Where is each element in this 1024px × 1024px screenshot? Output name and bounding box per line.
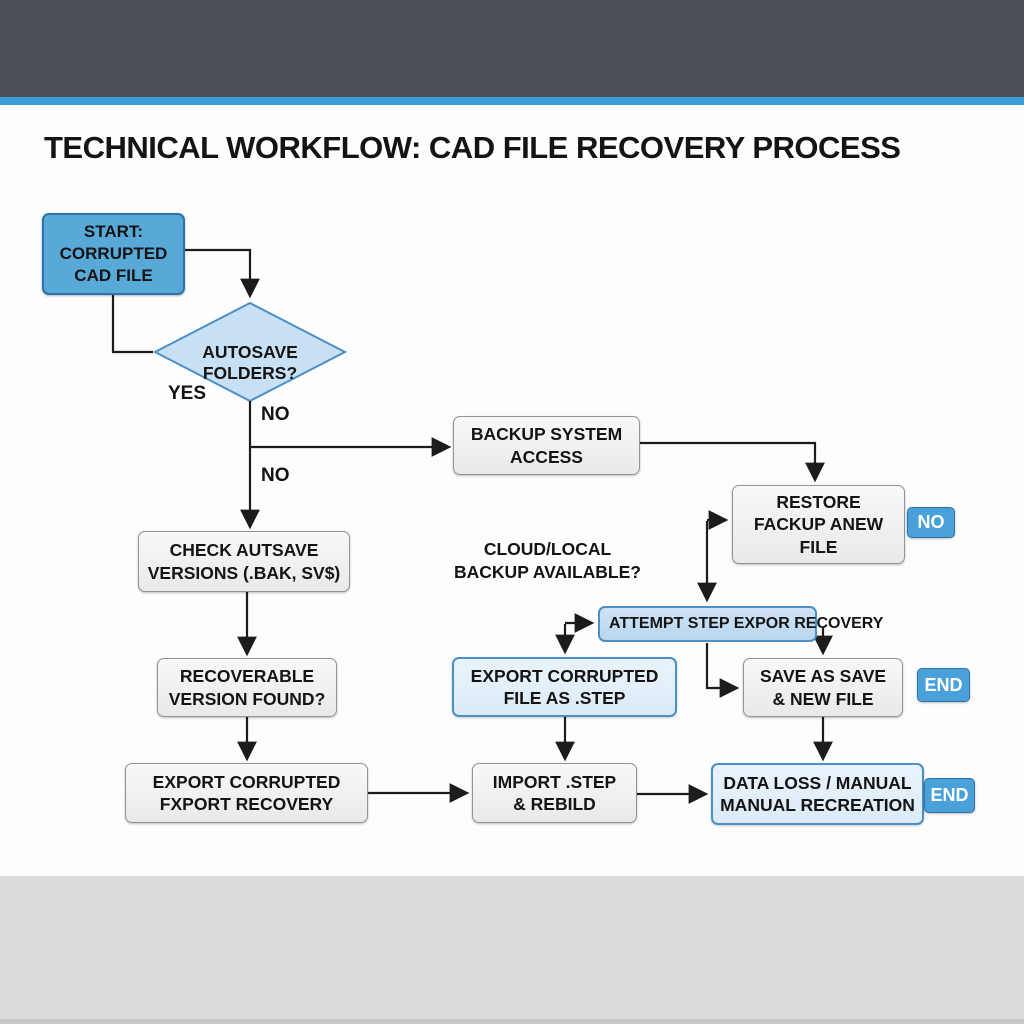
edge-start-to-decision-left [111, 295, 153, 354]
node-import-step-rebuild: IMPORT .STEP & REBILD [472, 763, 637, 823]
node-backup-system-access: BACKUP SYSTEM ACCESS [453, 416, 640, 475]
node-attempt-step-export: ATTEMPT STEP EXPOR RECOVERY [598, 606, 883, 642]
node-export-corrupted-recovery: EXPORT CORRUPTED FXPORT RECOVERY [125, 763, 368, 823]
edge-backup-to-restore [640, 441, 825, 483]
node-recoverable-version: RECOVERABLE VERSION FOUND? [157, 658, 337, 717]
edge-attempt-to-save-left [705, 643, 740, 698]
node-decision-autosave-label: AUTOSAVE FOLDERS? [202, 342, 298, 383]
node-restore-backup: RESTORE FACKUP ANEW FILE [732, 485, 905, 564]
edge-label-no-2: NO [261, 465, 290, 486]
badge-no: NO [907, 507, 955, 538]
page-title: TECHNICAL WORKFLOW: CAD FILE RECOVERY PR… [44, 130, 901, 165]
edge-label-no-1: NO [261, 404, 290, 425]
badge-end-data-loss: END [924, 778, 975, 813]
node-check-autosave: CHECK AUTSAVE VERSIONS (.BAK, SV$) [138, 531, 350, 592]
footer-bar [0, 876, 1024, 1024]
accent-stripe [0, 97, 1024, 105]
footer-edge-line [0, 1019, 1024, 1024]
node-start: START: CORRUPTED CAD FILE [42, 213, 185, 295]
label-cloud-backup-question: CLOUD/LOCAL BACKUP AVAILABLE? [454, 539, 641, 582]
node-export-file-as-step: EXPORT CORRUPTED FILE AS .STEP [452, 657, 677, 717]
node-data-loss-manual: DATA LOSS / MANUAL MANUAL RECREATION [711, 763, 924, 825]
node-save-as-new-file: SAVE AS SAVE & NEW FILE [743, 658, 903, 717]
edge-label-yes: YES [168, 383, 207, 404]
badge-end-save: END [917, 668, 970, 702]
header-bar [0, 0, 1024, 97]
edge-start-to-decision [185, 248, 260, 299]
